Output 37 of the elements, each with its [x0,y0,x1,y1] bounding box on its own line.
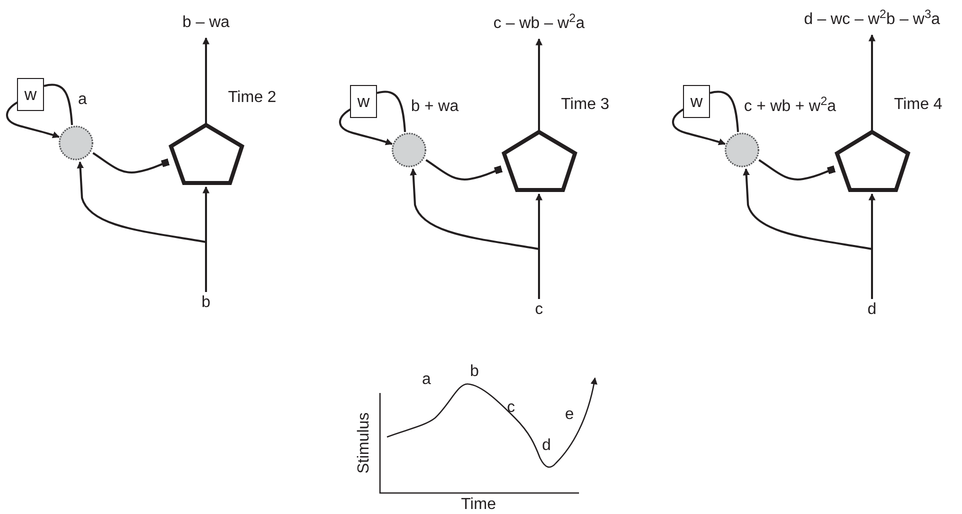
pentagon-unit [166,122,246,186]
curve-label: a [422,372,431,388]
signal-text: c – wb – w$^{2}$a [459,13,619,35]
signal-text: b [186,292,226,314]
signal-text: d – wc – w$^{2}$b – w$^{3}$a [792,9,952,31]
edge-label: a [78,90,87,110]
weight-box: w [350,85,377,118]
time-label: Time 2 [228,88,276,108]
edge-label: b + wa [411,97,459,117]
connector-arrow [868,34,876,131]
signal-text: c [519,299,559,321]
axis-title: Time [461,497,496,513]
summation-circle [724,132,760,168]
connector-arrow [672,108,726,146]
weight-box: w [17,78,44,111]
signal-text: d [852,299,892,321]
curve-label: d [542,438,551,454]
pentagon-unit [832,129,912,193]
time-label: Time 3 [561,95,610,115]
connector-arrow [536,38,542,131]
curve-label: c [507,400,515,416]
axis-title: Stimulus [356,412,373,474]
connector-arrow [76,161,207,292]
edge-label: c + wb + w$^{2}$a [744,95,836,117]
curve-label: e [565,407,574,423]
connector-arrow [202,37,210,124]
connector-arrow [6,101,60,138]
connector-arrow [742,168,873,299]
summation-circle [58,125,94,161]
connector-arrow [410,168,540,299]
connector-arrow [339,108,393,146]
signal-text: b – wa [126,12,286,34]
time-label: Time 4 [894,95,942,115]
summation-circle [391,132,427,168]
weight-box: w [683,85,710,118]
curve-label: b [470,364,479,380]
pentagon-unit [499,129,579,193]
